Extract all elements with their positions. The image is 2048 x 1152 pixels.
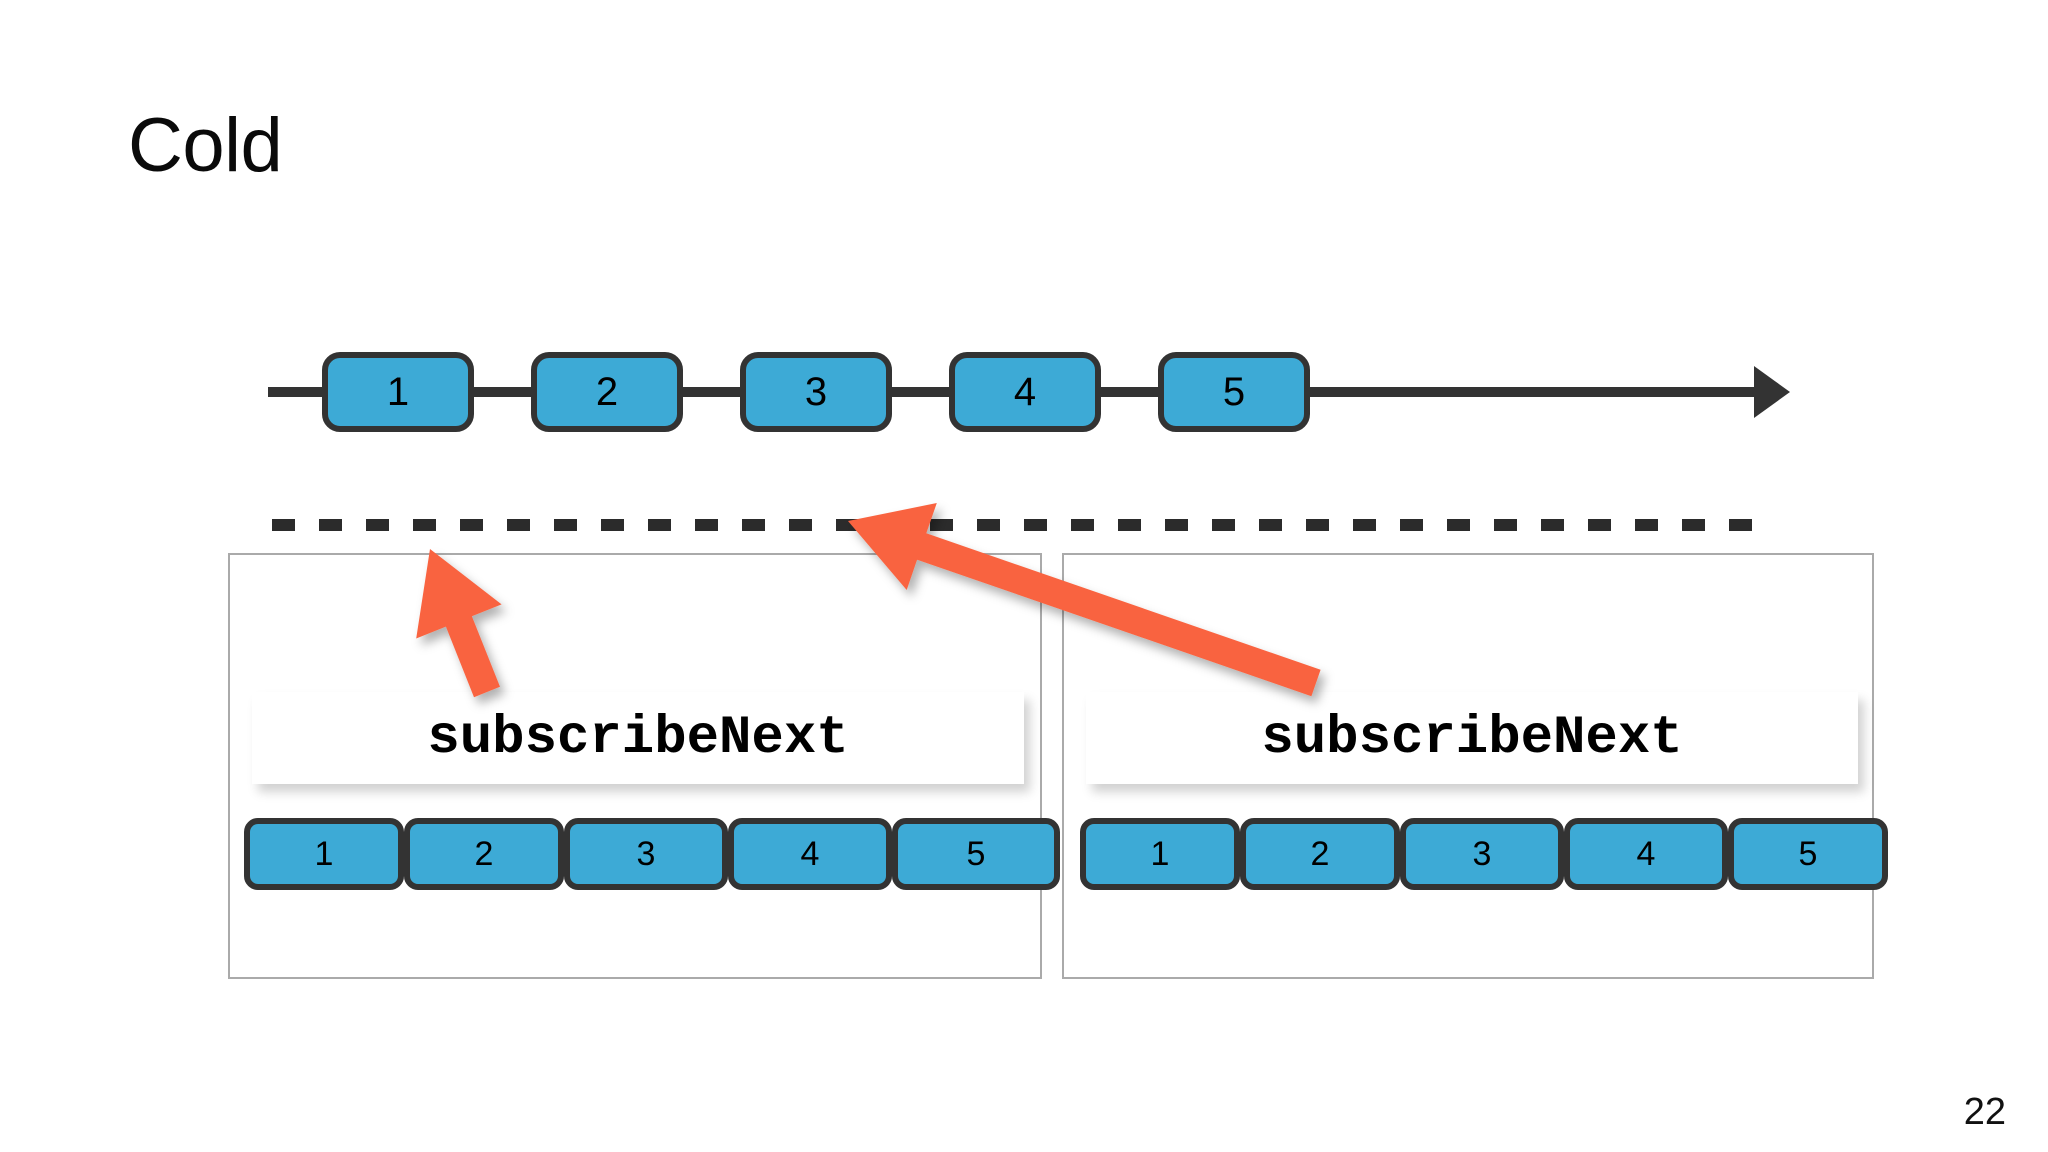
boundary-dash [460,519,483,531]
boundary-dash [1588,519,1611,531]
boundary-dash [1353,519,1376,531]
boundary-dash [366,519,389,531]
boundary-dash [742,519,765,531]
boundary-dash [413,519,436,531]
boundary-dash [1024,519,1047,531]
subscriber-2-marble-2[interactable]: 2 [1240,818,1400,890]
boundary-dash [1447,519,1470,531]
subscriber-1-marble-3[interactable]: 3 [564,818,728,890]
boundary-dash [977,519,1000,531]
boundary-dash [1635,519,1658,531]
subscriber-1-marble-5[interactable]: 5 [892,818,1060,890]
boundary-dash [1306,519,1329,531]
boundary-dash [601,519,624,531]
boundary-dash [789,519,812,531]
page-title: Cold [128,103,283,188]
boundary-dash [1118,519,1141,531]
subscriber-panel-1 [228,553,1042,979]
boundary-dash [1541,519,1564,531]
boundary-dash [695,519,718,531]
subscriber-1-marble-4[interactable]: 4 [728,818,892,890]
boundary-dash [1259,519,1282,531]
boundary-dash [930,519,953,531]
boundary-dash [883,519,906,531]
boundary-dash [1400,519,1423,531]
boundary-dash [272,519,295,531]
subscriber-2-marble-4[interactable]: 4 [1564,818,1728,890]
boundary-dash [1165,519,1188,531]
boundary-dash [1494,519,1517,531]
boundary-dash [554,519,577,531]
timeline-marble-1[interactable]: 1 [322,352,474,432]
boundary-dash [648,519,671,531]
timeline-marble-5[interactable]: 5 [1158,352,1310,432]
boundary-dash [319,519,342,531]
boundary-dash [1729,519,1752,531]
subscribe-next-card-1[interactable]: subscribeNext [252,692,1024,784]
timeline-arrowhead-icon [1754,366,1790,418]
boundary-dash [1071,519,1094,531]
page-number: 22 [1963,1091,2006,1133]
subscriber-2-marble-3[interactable]: 3 [1400,818,1564,890]
timeline-marble-4[interactable]: 4 [949,352,1101,432]
timeline-marble-2[interactable]: 2 [531,352,683,432]
boundary-dash [507,519,530,531]
subscriber-2-marble-1[interactable]: 1 [1080,818,1240,890]
subscription-boundary-dashes [272,519,1792,531]
subscriber-1-marble-2[interactable]: 2 [404,818,564,890]
boundary-dash [836,519,859,531]
timeline-marble-3[interactable]: 3 [740,352,892,432]
boundary-dash [1212,519,1235,531]
boundary-dash [1682,519,1705,531]
subscribe-next-card-2[interactable]: subscribeNext [1086,692,1858,784]
subscriber-panel-2 [1062,553,1874,979]
subscriber-1-marble-1[interactable]: 1 [244,818,404,890]
subscriber-2-marble-5[interactable]: 5 [1728,818,1888,890]
